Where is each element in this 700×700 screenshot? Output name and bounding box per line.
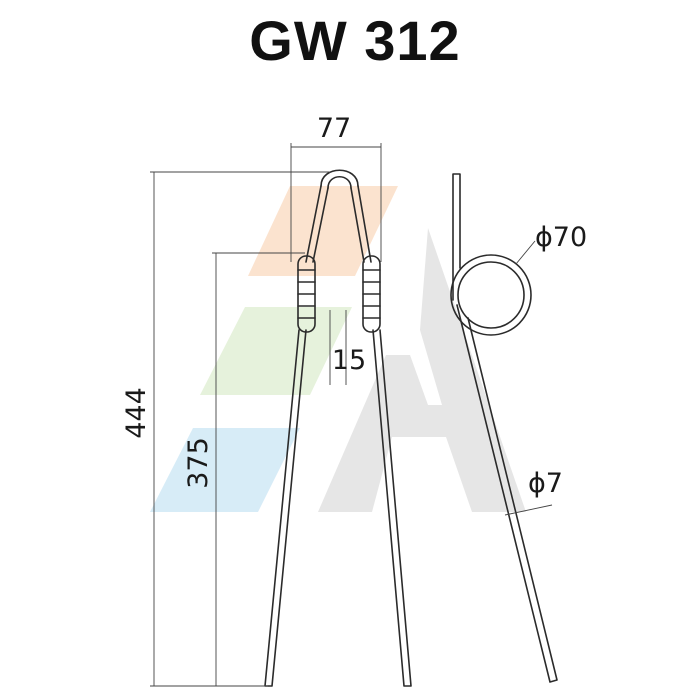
dim-coil-diameter-label: ϕ70 [535, 222, 587, 253]
dimension-lines [150, 143, 553, 687]
dim-total-height-label: 444 [121, 387, 152, 439]
top-loop-inner [327, 175, 352, 189]
watermark-orange-stripe [248, 186, 398, 276]
dim-coil-height-label: 375 [183, 437, 214, 489]
dim-wire-diameter-label: ϕ7 [528, 468, 563, 499]
top-loop-outer [320, 169, 359, 187]
side-view-tine [450, 173, 558, 683]
dim-coil-gap-label: 15 [332, 345, 366, 376]
right-inner-leg [350, 185, 372, 263]
right-coil [362, 255, 381, 333]
side-wire-top [452, 173, 461, 301]
left-outer-leg [264, 329, 307, 687]
dim-phi7-leader [504, 504, 553, 516]
side-coil-inner [457, 261, 525, 329]
right-outer-leg [372, 329, 412, 687]
left-inner-leg [305, 185, 329, 263]
watermark-blue-stripe [150, 428, 300, 512]
front-view-tine [264, 169, 412, 687]
dim-phi70-leader [515, 240, 536, 265]
dim-375-lines [212, 252, 305, 686]
watermark-green-stripe [200, 307, 352, 395]
dim-width-top-label: 77 [317, 113, 351, 144]
side-coil-outer [450, 254, 532, 336]
watermark-grey-letter-a [318, 228, 526, 512]
dim-444-lines [150, 171, 330, 687]
dim-77-lines [290, 143, 382, 262]
dim-15-lines [329, 310, 347, 385]
page-title: GW 312 [249, 9, 460, 72]
side-wire-leg [456, 304, 558, 683]
